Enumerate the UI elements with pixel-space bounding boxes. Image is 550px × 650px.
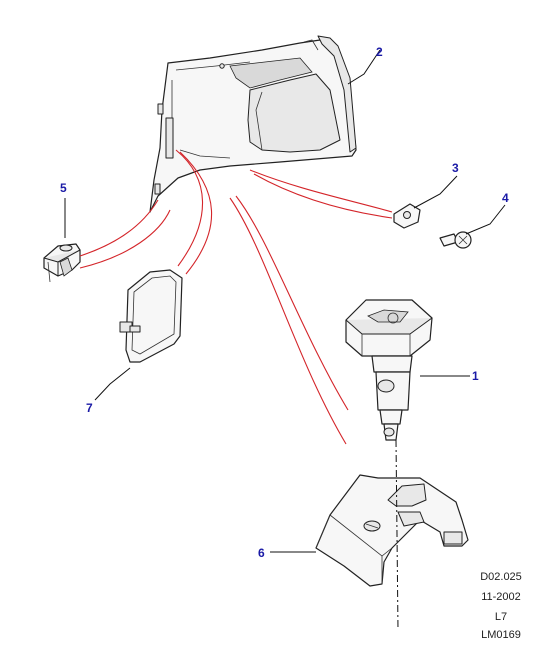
reference-drawing: LM0169 — [481, 629, 521, 641]
reference-date: 11-2002 — [481, 591, 521, 603]
callout-7: 7 — [86, 401, 93, 415]
callout-3: 3 — [452, 161, 459, 175]
part-2-quarter-trim-panel[interactable] — [149, 35, 357, 213]
connector-lines — [79, 149, 393, 445]
callout-6: 6 — [258, 546, 265, 560]
part-6-bracket[interactable] — [315, 474, 469, 587]
callout-2: 2 — [376, 45, 383, 59]
part-1-power-socket[interactable] — [345, 299, 433, 441]
part-7-access-cover[interactable] — [119, 269, 183, 363]
part-5-clip[interactable] — [43, 243, 81, 283]
callout-1: 1 — [472, 369, 479, 383]
callout-4: 4 — [502, 191, 509, 205]
part-3-speed-nut[interactable] — [393, 203, 421, 229]
leader-lines — [64, 49, 506, 553]
part-4-screw[interactable] — [439, 231, 472, 249]
reference-model: L7 — [494, 611, 508, 623]
reference-code: D02.025 — [480, 571, 522, 583]
callout-5: 5 — [60, 181, 67, 195]
assembly-axis-line — [395, 439, 399, 631]
